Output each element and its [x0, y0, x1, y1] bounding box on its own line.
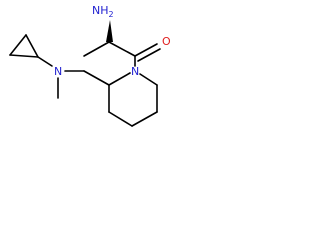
bond-sideN-cyclopropyl — [37, 56, 53, 67]
bond-ringN-c2 — [108, 72, 131, 86]
bond-c3-c4 — [108, 111, 133, 127]
side-nitrogen-label: N — [54, 65, 62, 78]
molecule-structure: NH2 O N N — [9, 4, 171, 127]
amine-label-subscript: 2 — [109, 10, 114, 19]
bond-cyclopropyl-2 — [9, 34, 27, 56]
bond-c6-ringN — [139, 73, 158, 86]
bond-cyclopropyl-3 — [9, 54, 39, 58]
bond-carbonyl-oxygen-2 — [137, 48, 161, 62]
bond-c2-ch2 — [83, 70, 110, 86]
amine-label-main: NH — [92, 4, 109, 17]
bond-carbonyl-oxygen-1 — [134, 43, 158, 57]
ring-nitrogen-label: N — [131, 65, 139, 78]
bond-chiral-methyl — [83, 41, 110, 57]
amine-label: NH2 — [92, 4, 114, 19]
oxygen-label: O — [162, 35, 171, 48]
bond-c4-c5 — [131, 111, 158, 127]
atom-labels: NH2 O N N — [54, 4, 171, 78]
wedge-bond-amine — [106, 20, 113, 42]
bonds — [9, 20, 161, 127]
bond-chiral-carbonyl — [108, 41, 136, 57]
bond-cyclopropyl-1 — [25, 34, 39, 58]
